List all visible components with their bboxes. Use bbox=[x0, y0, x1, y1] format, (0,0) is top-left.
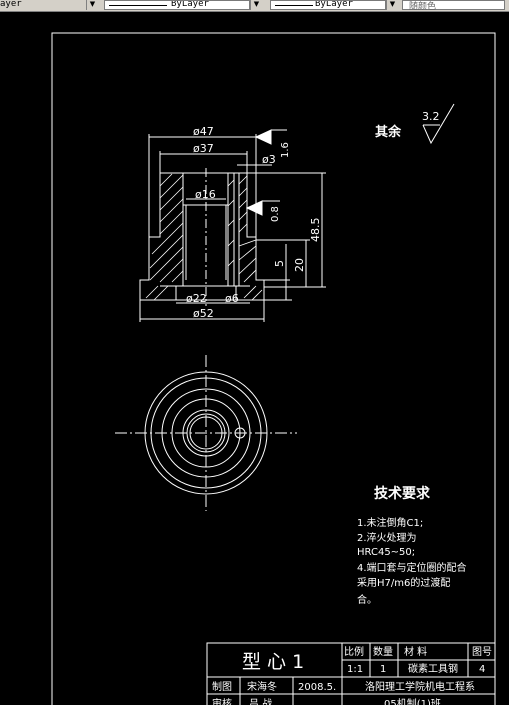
linetype-combo[interactable]: ByLayer bbox=[104, 0, 250, 10]
dim-d47: ø47 bbox=[193, 125, 214, 138]
class-name: 05机制(1)班 bbox=[384, 697, 441, 705]
part-name: 型 心 1 bbox=[242, 651, 304, 673]
col-scale: 比例 bbox=[344, 645, 364, 658]
layer-combo-label[interactable]: ayer bbox=[0, 0, 22, 9]
tech-req-line-3: HRC45~50; bbox=[357, 547, 415, 558]
lineweight-dropdown-arrow[interactable]: ▼ bbox=[386, 0, 398, 10]
dim-d16: ø16 bbox=[195, 188, 216, 201]
drawn-by: 宋海冬 bbox=[247, 680, 277, 693]
tech-req-line-2: 2.淬火处理为 bbox=[357, 531, 417, 544]
drawn-date: 2008.5. bbox=[298, 682, 336, 693]
title-block bbox=[206, 642, 496, 705]
checker-name: 吕 战 bbox=[249, 698, 272, 705]
tech-req-line-4: 4.端口套与定位圈的配合 bbox=[357, 561, 467, 574]
dim-d3: ø3 bbox=[262, 153, 276, 166]
drawing-frame bbox=[51, 32, 496, 705]
lineweight-preview bbox=[275, 5, 313, 6]
color-value: 随颜色 bbox=[409, 2, 437, 12]
layer-dropdown-arrow[interactable]: ▼ bbox=[86, 0, 98, 10]
check-label: 审核 bbox=[212, 697, 232, 705]
tech-req-line-6: 合。 bbox=[357, 593, 377, 606]
dim-d37: ø37 bbox=[193, 142, 214, 155]
col-drawing-no: 图号 bbox=[472, 646, 492, 658]
roughness-3-2: 3.2 bbox=[422, 110, 440, 123]
dim-h5: 5 bbox=[273, 260, 286, 267]
material-value: 碳素工具钢 bbox=[408, 662, 458, 675]
roughness-0-8: 0.8 bbox=[270, 206, 281, 222]
qty-value: 1 bbox=[380, 664, 386, 675]
rest-label: 其余 bbox=[375, 124, 402, 140]
top-view bbox=[115, 355, 297, 511]
properties-toolbar: ayer ▼ ByLayer ▼ ByLayer ▼ 随颜色 bbox=[0, 0, 509, 12]
dim-d22: ø22 bbox=[186, 292, 207, 305]
drawing-no-value: 4 bbox=[479, 664, 485, 675]
col-material: 材 料 bbox=[404, 645, 427, 658]
roughness-1-6: 1.6 bbox=[280, 142, 291, 158]
dim-d52: ø52 bbox=[193, 307, 214, 320]
drawn-label: 制图 bbox=[212, 680, 232, 693]
linetype-value: ByLayer bbox=[171, 0, 209, 9]
linetype-dropdown-arrow[interactable]: ▼ bbox=[250, 0, 262, 10]
tech-req-title: 技术要求 bbox=[374, 485, 431, 502]
color-combo[interactable]: 随颜色 bbox=[402, 0, 505, 12]
tech-req-line-1: 1.未注倒角C1; bbox=[357, 516, 423, 529]
section-view bbox=[139, 129, 326, 322]
tech-req-line-5: 采用H7/m6的过渡配 bbox=[357, 576, 450, 589]
rest-roughness-symbol bbox=[422, 103, 455, 145]
dim-h20: 20 bbox=[293, 258, 306, 272]
col-qty: 数量 bbox=[373, 645, 393, 658]
school-name: 洛阳理工学院机电工程系 bbox=[365, 680, 475, 693]
lineweight-combo[interactable]: ByLayer bbox=[270, 0, 386, 10]
dim-d6: ø6 bbox=[225, 292, 239, 305]
linetype-preview bbox=[109, 5, 167, 6]
dim-h485: 48.5 bbox=[309, 218, 322, 243]
scale-value: 1:1 bbox=[347, 664, 363, 675]
lineweight-value: ByLayer bbox=[315, 0, 353, 9]
